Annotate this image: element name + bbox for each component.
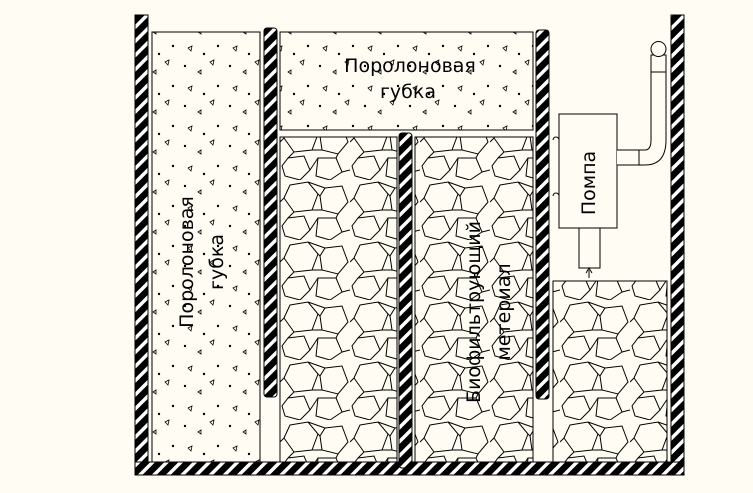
outer-wall-right (670, 14, 685, 476)
partition-2 (398, 132, 413, 469)
bio-material-section-2 (414, 136, 534, 463)
outer-wall-left (134, 14, 149, 476)
left-sponge-label-line2: губка (206, 234, 228, 290)
left-sponge-label-line1: Поролоновая (176, 196, 198, 328)
top-sponge (279, 31, 534, 131)
top-sponge-label-line1: Поролоновая (344, 55, 476, 77)
pump-label: Помпа (578, 151, 600, 215)
left-sponge (151, 31, 261, 463)
bio-material-label-line2: метериал (493, 264, 515, 361)
bio-material-section-3 (552, 280, 668, 463)
pump (552, 41, 667, 278)
partition-1 (263, 27, 278, 398)
top-sponge-label-line2: губка (380, 81, 436, 103)
partition-3 (535, 29, 550, 400)
bio-material-section-1 (279, 136, 398, 463)
bio-material-label-line1: Биофильтрующий (463, 221, 485, 403)
